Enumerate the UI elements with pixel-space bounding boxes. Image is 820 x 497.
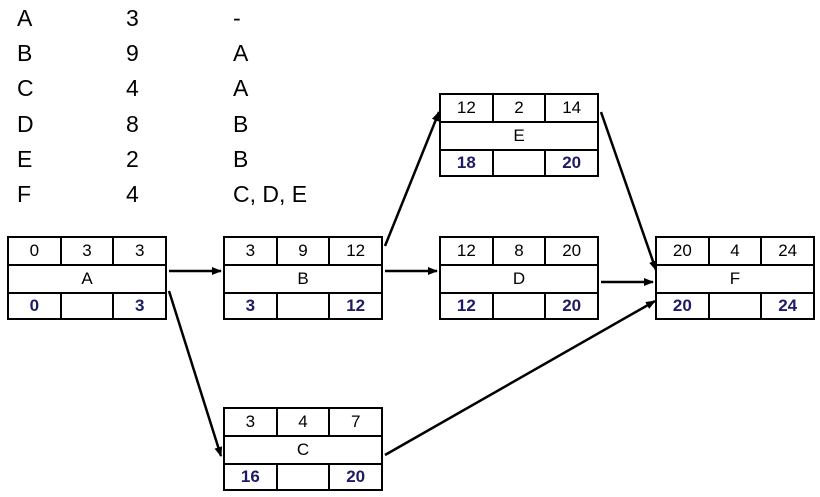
late-finish: 20: [328, 465, 381, 489]
table-duration: 2: [126, 146, 139, 172]
late-finish: 12: [328, 294, 381, 318]
node-a: 0 3 3 A 0 3: [7, 236, 167, 320]
table-predecessor: A: [233, 75, 249, 101]
late-start: 20: [672, 296, 692, 315]
duration: 8: [491, 238, 545, 264]
late-start: 3: [245, 296, 256, 315]
node-c: 3 4 7 C 16 20: [223, 407, 383, 491]
early-start: 12: [456, 241, 476, 260]
arrow-a-to-c: [167, 290, 223, 457]
early-finish: 20: [544, 238, 597, 264]
early-finish: 12: [328, 238, 381, 264]
late-start: 18: [456, 153, 476, 172]
early-start: 12: [456, 98, 476, 117]
late-finish: 20: [544, 294, 597, 318]
table-duration: 8: [126, 111, 139, 137]
table-duration: 4: [126, 75, 139, 101]
early-finish: 24: [760, 238, 813, 264]
slack: [275, 465, 329, 489]
early-start: 3: [245, 241, 256, 260]
table-activity: A: [17, 5, 33, 31]
arrow-e-to-f: [599, 111, 658, 271]
duration: 3: [59, 238, 113, 264]
arrow-c-to-f: [384, 299, 656, 457]
node-f: 20 4 24 F 20 24: [655, 236, 815, 320]
arrow-b-to-e: [383, 111, 441, 247]
table-activity: E: [17, 146, 33, 172]
late-start: 12: [456, 296, 476, 315]
table-predecessor: A: [233, 40, 249, 66]
late-start: 0: [29, 296, 40, 315]
early-start: 3: [245, 412, 256, 431]
early-finish: 14: [544, 95, 597, 121]
node-e: 12 2 14 E 18 20: [439, 93, 599, 177]
slack: [491, 151, 545, 175]
table-predecessor: C, D, E: [233, 181, 308, 207]
late-finish: 20: [544, 151, 597, 175]
early-start: 20: [672, 241, 692, 260]
table-activity: F: [17, 181, 32, 207]
table-activity: D: [17, 111, 34, 137]
node-b: 3 9 12 B 3 12: [223, 236, 383, 320]
activity-name: F: [657, 266, 813, 294]
activity-name: C: [225, 437, 381, 465]
slack: [491, 294, 545, 318]
slack: [275, 294, 329, 318]
duration: 4: [275, 409, 329, 435]
table-duration: 4: [126, 181, 139, 207]
late-finish: 24: [760, 294, 813, 318]
activity-name: D: [441, 266, 597, 294]
slack: [707, 294, 761, 318]
duration: 2: [491, 95, 545, 121]
table-predecessor: B: [233, 111, 249, 137]
late-start: 16: [240, 467, 260, 486]
early-finish: 7: [328, 409, 381, 435]
early-finish: 3: [112, 238, 165, 264]
activity-name: E: [441, 123, 597, 151]
slack: [59, 294, 113, 318]
table-activity: B: [17, 40, 33, 66]
activity-name: A: [9, 266, 165, 294]
table-predecessor: B: [233, 146, 249, 172]
duration: 4: [707, 238, 761, 264]
table-duration: 3: [126, 5, 139, 31]
node-d: 12 8 20 D 12 20: [439, 236, 599, 320]
table-duration: 9: [126, 40, 139, 66]
early-start: 0: [29, 241, 40, 260]
late-finish: 3: [112, 294, 165, 318]
duration: 9: [275, 238, 329, 264]
activity-name: B: [225, 266, 381, 294]
table-activity: C: [17, 75, 34, 101]
table-predecessor: -: [233, 5, 241, 31]
